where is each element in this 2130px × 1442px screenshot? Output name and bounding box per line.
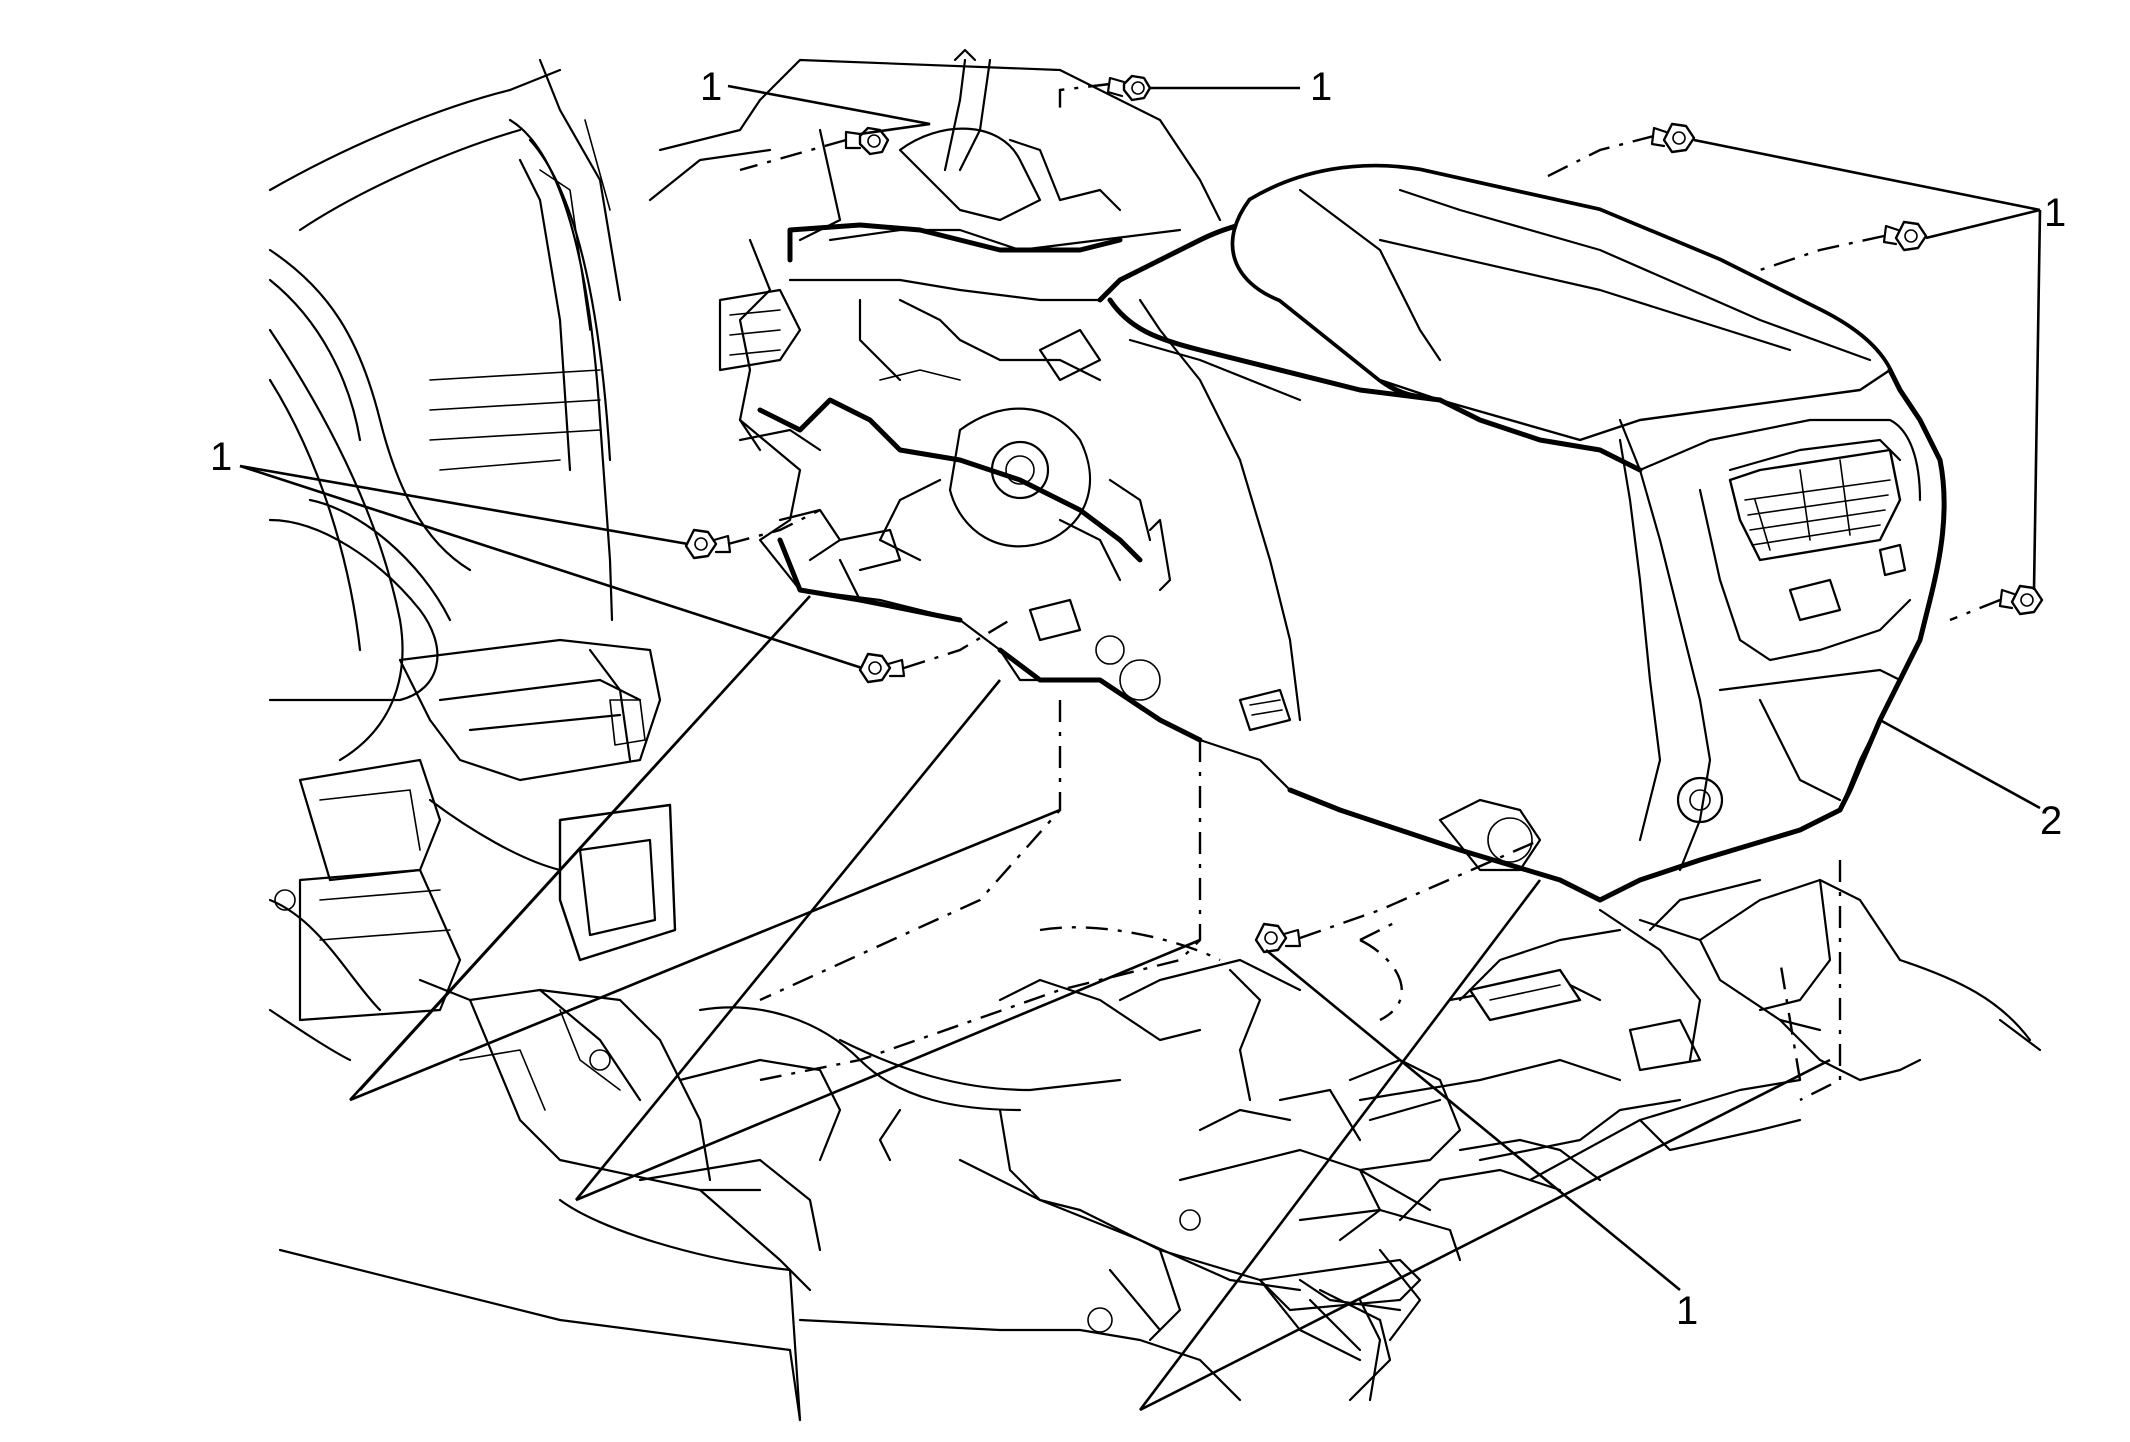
floor-pan-drawing [278, 878, 2042, 1422]
callout-right-group: 1 [2044, 191, 2066, 235]
alignment-lines [727, 82, 2001, 1102]
bolt-icon [1998, 584, 2044, 616]
callout-top-right: 1 [1310, 65, 1332, 109]
bolt-icon [1254, 922, 1302, 954]
bolt-icons [684, 74, 2044, 954]
bolt-icon [684, 528, 732, 560]
callout-left-group: 1 [210, 435, 232, 479]
floor-console-drawing [1097, 163, 1947, 903]
console-bracket-drawing [648, 48, 1292, 792]
bolt-icon [1882, 220, 1928, 252]
callout-labels: 1 1 1 1 1 2 [210, 65, 2066, 1333]
bolt-icon [858, 652, 906, 684]
callout-bottom: 1 [1676, 1289, 1698, 1333]
steering-wheel-drawing [268, 328, 452, 1062]
callout-leaders [239, 84, 2042, 1412]
instrument-panel-drawing [268, 58, 622, 622]
callout-top-left: 1 [700, 65, 722, 109]
bolt-icon [1650, 122, 1696, 154]
shifter-bezel-drawing [274, 638, 677, 1022]
bolt-icon [1106, 74, 1152, 102]
callout-console: 2 [2040, 799, 2062, 843]
